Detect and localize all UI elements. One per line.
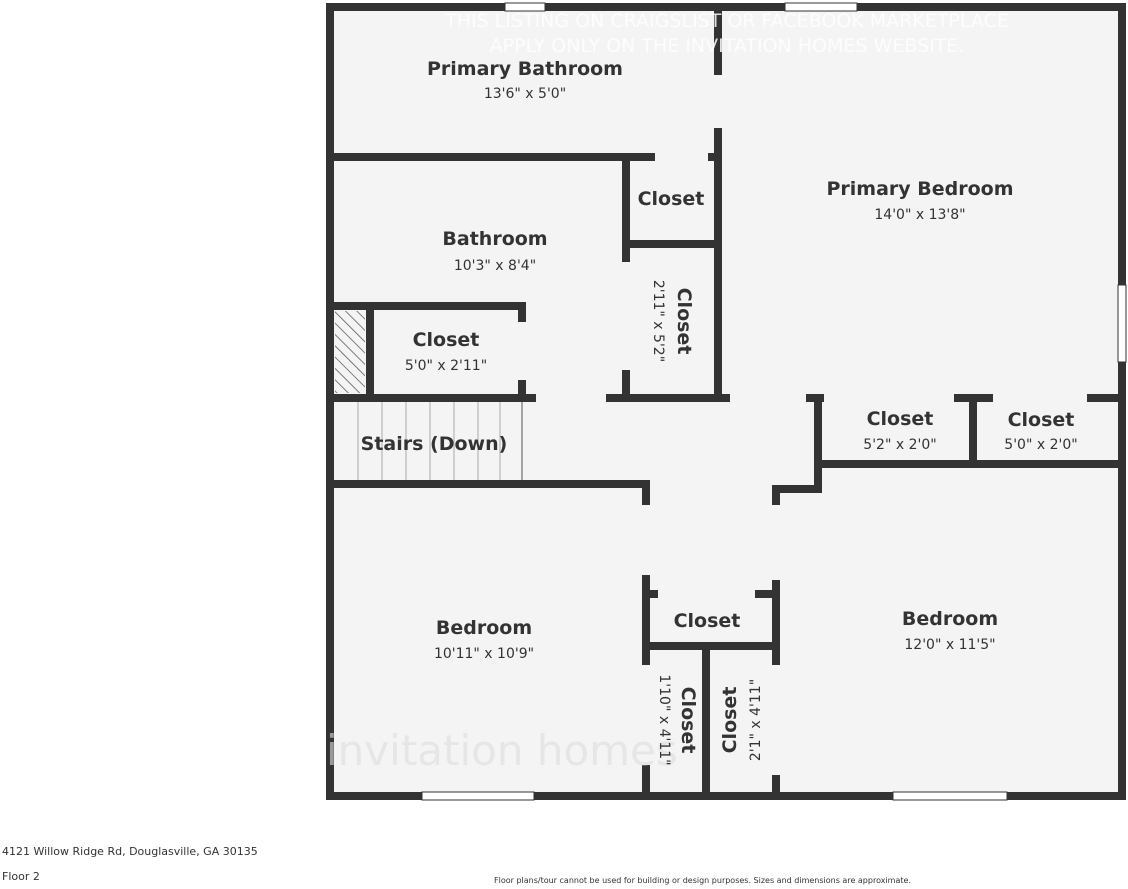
- svg-text:Bedroom: Bedroom: [436, 617, 532, 639]
- svg-text:Closet: Closet: [673, 288, 695, 355]
- svg-text:2'11" x 5'2": 2'11" x 5'2": [650, 280, 666, 362]
- svg-text:10'11" x 10'9": 10'11" x 10'9": [434, 646, 534, 662]
- stairs: [357, 402, 523, 480]
- svg-text:Bathroom: Bathroom: [442, 228, 547, 250]
- hatched-shaft: [335, 311, 365, 393]
- room-primary-bedroom: Primary Bedroom 14'0" x 13'8": [826, 178, 1013, 223]
- room-closet-bottom-1: 1'10" x 4'11" Closet: [656, 674, 699, 765]
- svg-text:Closet: Closet: [413, 329, 480, 351]
- room-closet-small: Closet 5'0" x 2'11": [405, 329, 487, 374]
- room-closet-right-2: Closet 5'0" x 2'0": [1004, 409, 1077, 453]
- room-closet-vertical: Closet 2'11" x 5'2": [650, 280, 695, 362]
- svg-text:12'0" x 11'5": 12'0" x 11'5": [904, 637, 995, 653]
- room-bedroom-left: Bedroom 10'11" x 10'9": [434, 617, 534, 662]
- room-primary-bathroom: Primary Bathroom 13'6" x 5'0": [427, 58, 623, 102]
- address: 4121 Willow Ridge Rd, Douglasville, GA 3…: [2, 845, 258, 858]
- room-closet-middle: Closet: [674, 610, 741, 632]
- watermark-logo: invitation homes: [326, 726, 678, 775]
- watermark-line2: APPLY ONLY ON THE INVITATION HOMES WEBSI…: [490, 35, 965, 57]
- svg-text:Closet: Closet: [677, 687, 699, 754]
- door-openings: [518, 75, 1087, 775]
- svg-text:5'2" x 2'0": 5'2" x 2'0": [863, 437, 936, 453]
- svg-text:13'6" x 5'0": 13'6" x 5'0": [484, 86, 566, 102]
- svg-text:Closet: Closet: [867, 408, 934, 430]
- watermark-line1: THIS LISTING ON CRAIGSLIST OR FACEBOOK M…: [444, 10, 1009, 32]
- room-closet-top: Closet: [638, 188, 705, 210]
- svg-text:14'0" x 13'8": 14'0" x 13'8": [874, 207, 965, 223]
- svg-text:Primary Bathroom: Primary Bathroom: [427, 58, 623, 80]
- svg-text:Closet: Closet: [674, 610, 741, 632]
- svg-text:Closet: Closet: [719, 687, 741, 754]
- svg-text:10'3" x 8'4": 10'3" x 8'4": [454, 258, 536, 274]
- svg-text:1'10" x 4'11": 1'10" x 4'11": [656, 674, 672, 765]
- svg-text:2'1" x 4'11": 2'1" x 4'11": [748, 679, 764, 761]
- floor-label: Floor 2: [2, 870, 40, 883]
- svg-text:Closet: Closet: [1008, 409, 1075, 431]
- svg-text:5'0" x 2'11": 5'0" x 2'11": [405, 358, 487, 374]
- disclaimer: Floor plans/tour cannot be used for buil…: [494, 876, 911, 885]
- svg-text:Bedroom: Bedroom: [902, 608, 998, 630]
- room-stairs: Stairs (Down): [361, 433, 508, 455]
- room-closet-right-1: Closet 5'2" x 2'0": [863, 408, 936, 453]
- room-bedroom-right: Bedroom 12'0" x 11'5": [902, 608, 998, 653]
- svg-text:Stairs (Down): Stairs (Down): [361, 433, 508, 455]
- svg-text:5'0" x 2'0": 5'0" x 2'0": [1004, 437, 1077, 453]
- room-bathroom: Bathroom 10'3" x 8'4": [442, 228, 547, 274]
- svg-text:Closet: Closet: [638, 188, 705, 210]
- windows: [421, 2, 1127, 801]
- room-closet-bottom-2: Closet 2'1" x 4'11": [719, 679, 764, 761]
- svg-text:Primary Bedroom: Primary Bedroom: [826, 178, 1013, 200]
